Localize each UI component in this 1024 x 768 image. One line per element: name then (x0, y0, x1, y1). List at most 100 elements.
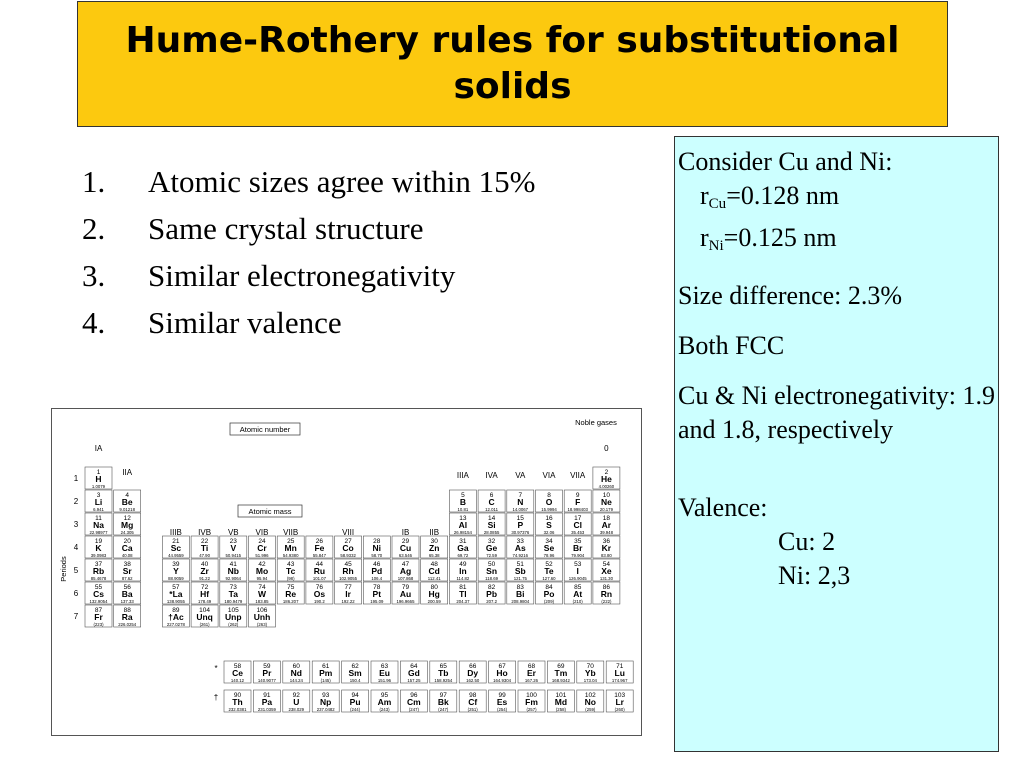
element-cell (563, 581, 592, 605)
element-mass: 121.75 (514, 576, 528, 581)
group-label: VIB (256, 528, 269, 537)
element-cell (248, 604, 276, 628)
element-symbol: Ba (122, 589, 133, 599)
element-cell (162, 535, 190, 559)
legend-atomic-mass-box (237, 504, 303, 518)
slide-title-box: Hume-Rothery rules for substitutional so… (77, 1, 948, 127)
element-mass: 28.0855 (484, 530, 500, 535)
element-mass: 32.06 (544, 530, 555, 535)
element-mass: (258) (556, 707, 567, 712)
group-label: IIIA (457, 471, 470, 480)
element-number: 3 (97, 492, 101, 499)
element-number: 88 (124, 607, 132, 614)
element-mass: 196.9665 (397, 599, 416, 604)
element-symbol: Ni (373, 543, 382, 553)
element-number: 16 (545, 515, 553, 522)
element-cell (605, 689, 634, 713)
element-cell (477, 512, 506, 536)
element-symbol: U (293, 697, 299, 707)
element-number: 46 (373, 561, 381, 568)
element-mass: 127.60 (542, 576, 556, 581)
element-mass: 150.4 (350, 678, 361, 683)
rule-number: 3. (82, 258, 106, 293)
element-symbol: Xe (601, 566, 612, 576)
element-cell (305, 558, 334, 582)
element-number: 95 (381, 692, 389, 699)
element-symbol: Na (93, 520, 104, 530)
group-label: VIA (543, 471, 557, 480)
element-cell (334, 535, 362, 559)
element-mass: 18.998403 (568, 507, 589, 512)
element-mass: (261) (200, 622, 211, 627)
example-intro: Consider Cu and Ni: (678, 147, 893, 176)
cu-valence: Cu: 2 (778, 527, 836, 556)
element-cell (449, 489, 477, 513)
element-number: 8 (547, 492, 551, 499)
element-symbol: He (601, 474, 612, 484)
element-cell (420, 535, 449, 559)
element-number: 78 (373, 584, 381, 591)
element-cell (248, 558, 276, 582)
element-mass: 180.9479 (224, 599, 243, 604)
element-number: 18 (603, 515, 611, 522)
element-mass: 55.847 (313, 553, 327, 558)
rule-number: 1. (82, 164, 106, 199)
element-number: 26 (316, 538, 324, 545)
element-symbol: F (575, 497, 580, 507)
element-number: 39 (172, 561, 180, 568)
element-mass: 195.09 (370, 599, 384, 604)
rule-number: 2. (82, 211, 106, 246)
element-symbol: Tb (438, 668, 448, 678)
rule-text: Similar valence (148, 305, 342, 340)
element-number: 64 (410, 663, 418, 670)
element-number: 40 (201, 561, 209, 568)
element-cell (592, 512, 621, 536)
group-label: IVB (198, 528, 211, 537)
element-mass: (243) (379, 707, 390, 712)
radius-ni-sub: Ni (708, 238, 724, 254)
element-number: 21 (172, 538, 180, 545)
element-symbol: Lu (615, 668, 625, 678)
element-symbol: No (585, 697, 596, 707)
element-number: 5 (461, 492, 465, 499)
element-symbol: Hg (429, 589, 440, 599)
element-mass: (260) (615, 707, 626, 712)
element-number: 35 (574, 538, 582, 545)
element-number: 43 (287, 561, 295, 568)
element-mass: (263) (257, 622, 268, 627)
element-symbol: Gd (408, 668, 420, 678)
valence-label: Valence: (678, 493, 768, 522)
element-symbol: Co (342, 543, 353, 553)
element-mass: 137.33 (121, 599, 135, 604)
element-symbol: Pt (373, 589, 382, 599)
radius-cu-sub: Cu (708, 196, 727, 212)
element-mass: 167.26 (525, 678, 539, 683)
element-symbol: Ga (457, 543, 469, 553)
element-number: 14 (488, 515, 496, 522)
element-mass: 30.97376 (511, 530, 530, 535)
period-number: 6 (74, 589, 79, 598)
element-mass: (262) (228, 622, 239, 627)
element-symbol: H (95, 474, 101, 484)
element-mass: 227.0278 (167, 622, 186, 627)
element-cell (547, 660, 575, 684)
element-number: 31 (459, 538, 467, 545)
element-cell (391, 558, 420, 582)
element-number: 99 (498, 692, 506, 699)
size-difference: Size difference: 2.3% (678, 281, 903, 310)
element-cell (334, 558, 362, 582)
element-mass: 174.967 (612, 678, 628, 683)
element-number: 77 (344, 584, 352, 591)
period-number: 5 (74, 566, 79, 575)
rule-text: Atomic sizes agree within 15% (148, 164, 536, 199)
element-cell (305, 535, 334, 559)
element-number: 69 (557, 663, 565, 670)
period-number: 7 (74, 612, 79, 621)
radius-cu: rCu=0.128 nm (700, 181, 840, 212)
element-number: 62 (351, 663, 359, 670)
element-symbol: Ge (486, 543, 498, 553)
element-symbol: K (95, 543, 102, 553)
element-mass: 114.82 (456, 576, 469, 581)
element-mass: 54.9380 (283, 553, 299, 558)
element-number: 105 (228, 607, 239, 614)
